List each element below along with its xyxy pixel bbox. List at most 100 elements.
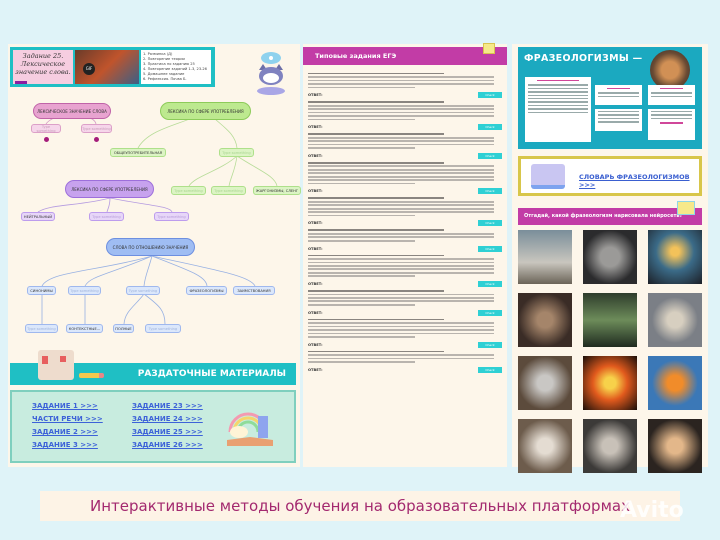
task-text-line	[308, 239, 415, 242]
quiz-image[interactable]	[648, 230, 702, 284]
quiz-image[interactable]	[583, 230, 637, 284]
task-text-line	[308, 214, 415, 217]
task-text-line	[308, 118, 415, 121]
quiz-image[interactable]	[518, 230, 572, 284]
quiz-image[interactable]	[583, 419, 637, 473]
gif-image[interactable]: GIF	[75, 50, 139, 84]
task-text-line	[308, 236, 495, 239]
task-text-line	[308, 211, 495, 213]
check-button[interactable]: Check	[478, 152, 502, 159]
node-placeholder[interactable]: Type something	[154, 212, 189, 221]
node-placeholder[interactable]: Type something	[145, 324, 181, 333]
node-phraseologisms[interactable]: ФРАЗЕОЛОГИЗМЫ	[186, 286, 227, 295]
check-button[interactable]: Check	[478, 124, 502, 131]
task-text-line	[308, 175, 495, 178]
answer-label: ОТВЕТ:	[308, 342, 323, 347]
lesson-plan: 1. Разминка (Д) 2. Повторение теории 3. …	[141, 50, 211, 84]
check-button[interactable]: Check	[478, 92, 502, 99]
task-text-line	[308, 200, 495, 203]
plan-item: 1. Разминка (Д)	[143, 52, 173, 56]
check-button[interactable]: Check	[478, 341, 502, 348]
answer-label: ОТВЕТ:	[308, 153, 323, 158]
answer-label: ОТВЕТ:	[308, 189, 323, 194]
answer-label: ОТВЕТ:	[308, 310, 323, 315]
quiz-image[interactable]	[648, 419, 702, 473]
quiz-image[interactable]	[583, 356, 637, 410]
answer-row: ОТВЕТ:Check	[308, 245, 502, 252]
check-button[interactable]: Check	[478, 309, 502, 316]
task-text-line	[308, 261, 495, 264]
link-task-26[interactable]: ЗАДАНИЕ 26 >>>	[132, 441, 203, 449]
dictionary-link[interactable]: СЛОВАРЬ ФРАЗЕОЛОГИЗМОВ >>>	[579, 173, 690, 189]
task-text-line	[308, 168, 495, 171]
node-lexicon-sphere-2[interactable]: ЛЕКСИКА ПО СФЕРЕ УПОТРЕБЛЕНИЯ	[65, 180, 154, 198]
node-neutral[interactable]: НЕЙТРАЛЬНЫЙ	[21, 212, 55, 221]
task-text-line	[308, 232, 495, 235]
link-task-24[interactable]: ЗАДАНИЕ 24 >>>	[132, 415, 203, 423]
task-text-line	[308, 207, 495, 210]
node-connector-dot[interactable]	[94, 137, 99, 142]
link-parts-of-speech[interactable]: ЧАСТИ РЕЧИ >>>	[32, 415, 103, 423]
phraseology-info-block: ФРАЗЕОЛОГИЗМЫ —	[518, 47, 702, 149]
task-text-line	[308, 83, 495, 85]
quiz-image[interactable]	[583, 293, 637, 347]
check-button[interactable]: Check	[478, 220, 502, 227]
node-lexical-meaning[interactable]: ЛЕКСИЧЕСКОЕ ЗНАЧЕНИЕ СЛОВА	[33, 103, 111, 119]
node-slang[interactable]: ЖАРГОНИЗМЫ, СЛЕНГ	[253, 186, 301, 195]
lesson-header-card: Задание 25. Лексическое значение слова. …	[10, 47, 215, 87]
answer-row: ОТВЕТ: Check	[308, 341, 502, 348]
link-task-2[interactable]: ЗАДАНИЕ 2 >>>	[32, 428, 98, 436]
check-button[interactable]: Check	[478, 281, 502, 288]
sticker-icon	[677, 201, 695, 215]
quiz-image[interactable]	[518, 293, 572, 347]
task-text-line	[308, 325, 495, 328]
quiz-image[interactable]	[518, 356, 572, 410]
check-button[interactable]: Check	[478, 366, 502, 373]
link-task-25[interactable]: ЗАДАНИЕ 25 >>>	[132, 428, 203, 436]
node-placeholder[interactable]: Type something	[211, 186, 246, 195]
quiz-image[interactable]	[648, 356, 702, 410]
quiz-image-grid	[518, 230, 702, 473]
mindmap: ЛЕКСИЧЕСКОЕ ЗНАЧЕНИЕ СЛОВА Type somethin…	[10, 96, 301, 346]
node-synonyms[interactable]: СИНОНИМЫ	[27, 286, 56, 295]
node-placeholder[interactable]: Type something	[25, 324, 58, 333]
link-task-1[interactable]: ЗАДАНИЕ 1 >>>	[32, 402, 98, 410]
tasks-header: Типовые задания ЕГЭ	[303, 47, 507, 65]
answer-row: ОТВЕТ:Check	[308, 92, 502, 99]
task-question	[308, 133, 444, 136]
task-text-line	[308, 271, 495, 274]
link-task-23[interactable]: ЗАДАНИЕ 23 >>>	[132, 402, 203, 410]
task-text-line	[308, 357, 495, 360]
quiz-image[interactable]	[518, 419, 572, 473]
answer-label: ОТВЕТ:	[308, 367, 323, 372]
node-borrowings[interactable]: ЗАИМСТВОВАНИЯ	[233, 286, 275, 295]
node-full[interactable]: ПОЛНЫЕ	[113, 324, 134, 333]
node-word-relations[interactable]: СЛОВА ПО ОТНОШЕНИЮ ЗНАЧЕНИЯ	[106, 238, 195, 256]
node-common[interactable]: ОБЩЕУПОТРЕБИТЕЛЬНАЯ	[110, 148, 166, 157]
node-lexicon-sphere[interactable]: ЛЕКСИКА ПО СФЕРЕ УПОТРЕБЛЕНИЯ	[160, 102, 251, 120]
node-placeholder[interactable]: Type something	[31, 124, 61, 133]
task-text-line	[308, 76, 495, 78]
plan-item: 2. Повторение теории	[143, 57, 185, 61]
node-contextual[interactable]: КОНТЕКСТНЫЕ...	[66, 324, 103, 333]
link-task-3[interactable]: ЗАДАНИЕ 3 >>>	[32, 441, 98, 449]
quiz-image[interactable]	[648, 293, 702, 347]
task-text-line	[308, 297, 495, 299]
check-button[interactable]: Check	[478, 188, 502, 195]
footer-caption: Интерактивные методы обучения на образов…	[40, 491, 680, 521]
plan-item: 3. Практика по заданию 25	[143, 62, 195, 66]
node-placeholder[interactable]: Type something	[219, 148, 254, 157]
node-placeholder[interactable]: Type something	[171, 186, 206, 195]
plan-item: 4. Повторение заданий 1-3, 23-26	[143, 67, 207, 71]
node-connector-dot[interactable]	[44, 137, 49, 142]
info-card	[648, 85, 695, 105]
handouts-links: ЗАДАНИЕ 1 >>> ЧАСТИ РЕЧИ >>> ЗАДАНИЕ 2 >…	[10, 390, 296, 463]
task-question	[308, 197, 444, 200]
check-button[interactable]: Check	[478, 245, 502, 252]
node-placeholder[interactable]: Type something	[89, 212, 124, 221]
plan-item: 5. Домашнее задание	[143, 72, 185, 76]
node-placeholder[interactable]: Type something	[126, 286, 160, 295]
node-placeholder[interactable]: Type something	[68, 286, 101, 295]
node-placeholder[interactable]: Type something	[81, 124, 112, 133]
